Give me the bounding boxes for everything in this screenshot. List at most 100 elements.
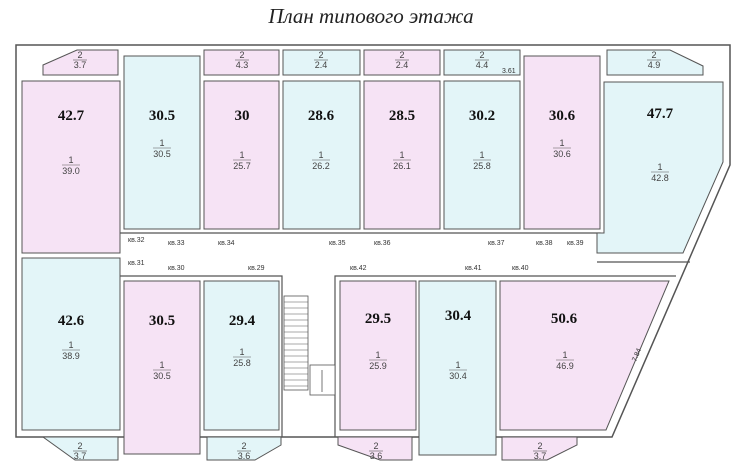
room-area-label: 46.9 (556, 361, 574, 371)
room-number-label: 1 (399, 150, 404, 160)
balcony-area-label: 4.4 (476, 60, 489, 70)
balcony-number-label: 2 (537, 441, 542, 451)
balcony: 22.4 (363, 49, 441, 76)
balcony-area-label: 3.7 (74, 60, 87, 70)
total-area-label: 50.6 (551, 311, 578, 327)
room-number-label: 1 (455, 360, 460, 370)
balcony-area-label: 3.6 (370, 451, 383, 461)
balcony-area-label: 3.7 (74, 451, 87, 461)
total-area-label: 29.5 (365, 311, 391, 327)
room-outline (203, 80, 280, 230)
room-outline (418, 280, 497, 456)
room-area-label: 30.4 (449, 371, 467, 381)
room-area-label: 25.8 (473, 161, 491, 171)
balcony-number-label: 2 (241, 441, 246, 451)
room-number-label: 1 (559, 138, 564, 148)
room-outline (21, 80, 121, 254)
balcony-area-label: 3.7 (534, 451, 547, 461)
corridor-wall-top (120, 232, 601, 253)
apartment-number-label: кв.40 (512, 265, 529, 272)
room-outline (499, 280, 670, 431)
room-number-label: 1 (318, 150, 323, 160)
apartment-number-label: кв.38 (536, 240, 553, 247)
apartment-number-label: кв.30 (168, 265, 185, 272)
room-area-label: 26.2 (312, 161, 330, 171)
room-number-label: 1 (159, 360, 164, 370)
room-area-label: 30.5 (153, 149, 171, 159)
room-outline (21, 257, 121, 431)
balcony-outline (363, 49, 441, 76)
apartment-number-label: кв.42 (350, 265, 367, 272)
apartment-room: 28.6 126.2 (282, 80, 361, 230)
apartment-number-label: кв.29 (248, 265, 265, 272)
room-area-label: 26.1 (393, 161, 411, 171)
apartment-number-label: кв.31 (128, 260, 145, 267)
total-area-label: 30.5 (149, 108, 175, 124)
room-area-label: 25.8 (233, 358, 251, 368)
room-outline (339, 280, 417, 431)
plan-title: План типового этажа (268, 4, 474, 28)
total-area-label: 28.5 (389, 108, 415, 124)
balcony-area-label: 2.4 (396, 60, 409, 70)
total-area-label: 30.5 (149, 313, 175, 329)
balcony: 24.4 (443, 49, 521, 76)
balcony-outline (337, 436, 413, 461)
balcony: 24.3 (203, 49, 280, 76)
outer-wall (15, 44, 731, 438)
room-area-label: 39.0 (62, 166, 80, 176)
total-area-label: 47.7 (647, 106, 674, 122)
balcony-number-label: 2 (373, 441, 378, 451)
room-number-label: 1 (375, 350, 380, 360)
balcony-outline (282, 49, 361, 76)
staircase (283, 295, 336, 396)
balcony: 23.6 (337, 436, 413, 461)
balcony-outline (606, 49, 704, 76)
total-area-label: 30.6 (549, 108, 576, 124)
room-number-label: 1 (562, 350, 567, 360)
total-area-label: 42.7 (58, 108, 85, 124)
dimension-label: 7.84 (631, 347, 643, 362)
balcony-outline (41, 436, 119, 461)
total-area-label: 30 (235, 108, 250, 124)
room-area-label: 25.7 (233, 161, 251, 171)
balcony-area-label: 4.9 (648, 60, 661, 70)
corridor-wall-bottom-left (120, 275, 283, 437)
balcony-number-label: 2 (239, 50, 244, 60)
apartment-number-label: кв.37 (488, 240, 505, 247)
room-outline (523, 55, 601, 230)
room-area-label: 30.5 (153, 371, 171, 381)
room-outline (363, 80, 441, 230)
balcony-outline (206, 436, 282, 461)
total-area-label: 42.6 (58, 313, 85, 329)
dimension-label: 3.61 (502, 68, 516, 75)
stair-landing (309, 364, 336, 396)
balcony-outline (203, 49, 280, 76)
room-number-label: 1 (479, 150, 484, 160)
apartment-number-label: кв.39 (567, 240, 584, 247)
room-number-label: 1 (239, 150, 244, 160)
room-outline (123, 55, 201, 230)
apartment-room: 28.5 126.1 (363, 80, 441, 230)
balcony-number-label: 2 (77, 441, 82, 451)
total-area-label: 30.4 (445, 308, 472, 324)
apartment-number-label: кв.33 (168, 240, 185, 247)
total-area-label: 28.6 (308, 108, 335, 124)
apartment-room: 29.5 125.9 (339, 280, 417, 431)
balcony-number-label: 2 (399, 50, 404, 60)
balcony-number-label: 2 (479, 50, 484, 60)
room-outline (203, 280, 280, 431)
room-area-label: 42.8 (651, 173, 669, 183)
balcony-outline (42, 49, 119, 76)
room-area-label: 25.9 (369, 361, 387, 371)
room-area-label: 30.6 (553, 149, 571, 159)
room-area-label: 38.9 (62, 351, 80, 361)
